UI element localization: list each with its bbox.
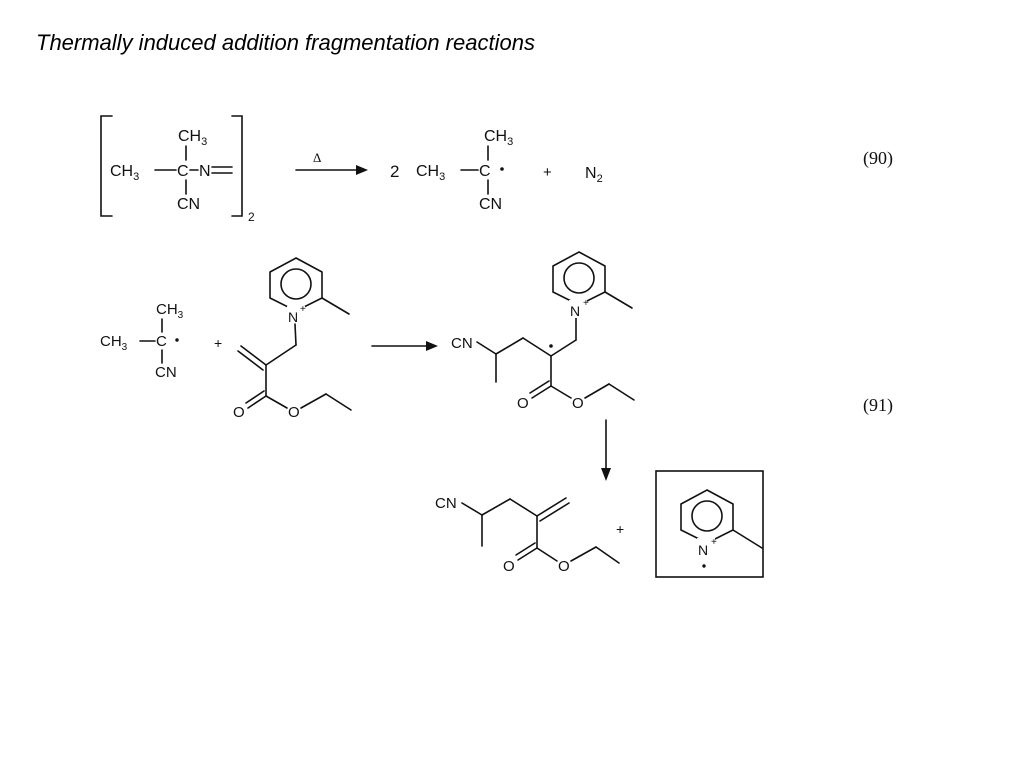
right-bracket <box>231 115 243 217</box>
initiator-carbon: C <box>156 333 167 350</box>
product-cn: CN <box>435 495 457 512</box>
ch3-top: CH3 <box>178 128 207 148</box>
azo-nitrogen: N <box>199 163 211 180</box>
initiator-radical-dot <box>175 338 179 342</box>
radical-adduct: CN N + O O <box>451 251 635 412</box>
radical-cn: CN <box>479 196 502 213</box>
initiator-cn: CN <box>155 364 177 381</box>
adduct-radical-dot <box>549 344 553 348</box>
product-carbonyl-oxygen: O <box>503 558 515 575</box>
carbonyl-oxygen: O <box>233 404 245 421</box>
coefficient: 2 <box>390 162 399 181</box>
equation-label-90: (90) <box>863 148 893 169</box>
initiator-ch3-left: CH3 <box>100 333 128 353</box>
pyridinyl-radical-box: N + <box>655 470 764 578</box>
left-bracket <box>100 115 113 217</box>
radical-ch3-left: CH3 <box>416 163 445 183</box>
leaving-nitrogen-charge: + <box>711 537 717 548</box>
nitrogen-gas: N2 <box>585 165 603 185</box>
ester-oxygen: O <box>288 404 300 421</box>
highlight-box <box>655 470 764 578</box>
radical-dot <box>500 167 504 171</box>
adduct-pyridinium-ring <box>552 251 606 306</box>
page-title: Thermally induced addition fragmentation… <box>36 30 535 55</box>
product-ester-oxygen: O <box>558 558 570 575</box>
plus-sign: + <box>543 164 552 181</box>
macromonomer-product: CN O O <box>435 495 620 575</box>
adduct-ring-nitrogen: N <box>570 303 580 319</box>
plus-sign-2: + <box>214 335 222 351</box>
equation-91: CH3 CH3 C CN + N + O O <box>100 251 893 578</box>
nitrogen-charge: + <box>300 304 306 315</box>
ch3-left: CH3 <box>110 163 139 183</box>
plus-sign-3: + <box>616 521 624 537</box>
pyridinium-ring <box>269 257 323 312</box>
initiator-ch3-top: CH3 <box>156 301 184 321</box>
adduct-nitrogen-charge: + <box>583 298 589 309</box>
leaving-ring-nitrogen: N <box>698 542 708 558</box>
adduct-ester-oxygen: O <box>572 395 584 412</box>
ring-nitrogen: N <box>288 309 298 325</box>
leaving-radical-dot <box>702 564 706 568</box>
radical-ch3-top: CH3 <box>484 128 513 148</box>
allyl-pyridinium-monomer: N + O O <box>233 257 352 421</box>
adduct-carbonyl-oxygen: O <box>517 395 529 412</box>
subscript-2: 2 <box>248 210 255 224</box>
cn-bottom: CN <box>177 196 200 213</box>
equation-label-91: (91) <box>863 395 893 416</box>
equation-90: 2 CH3 CH3 C N CN Δ 2 CH3 CH3 C CN + N2 (… <box>100 115 893 224</box>
quaternary-carbon: C <box>177 163 189 180</box>
delta-symbol: Δ <box>313 150 321 165</box>
adduct-cn: CN <box>451 335 473 352</box>
radical-carbon: C <box>479 163 491 180</box>
leaving-pyridinyl-ring <box>680 489 734 544</box>
